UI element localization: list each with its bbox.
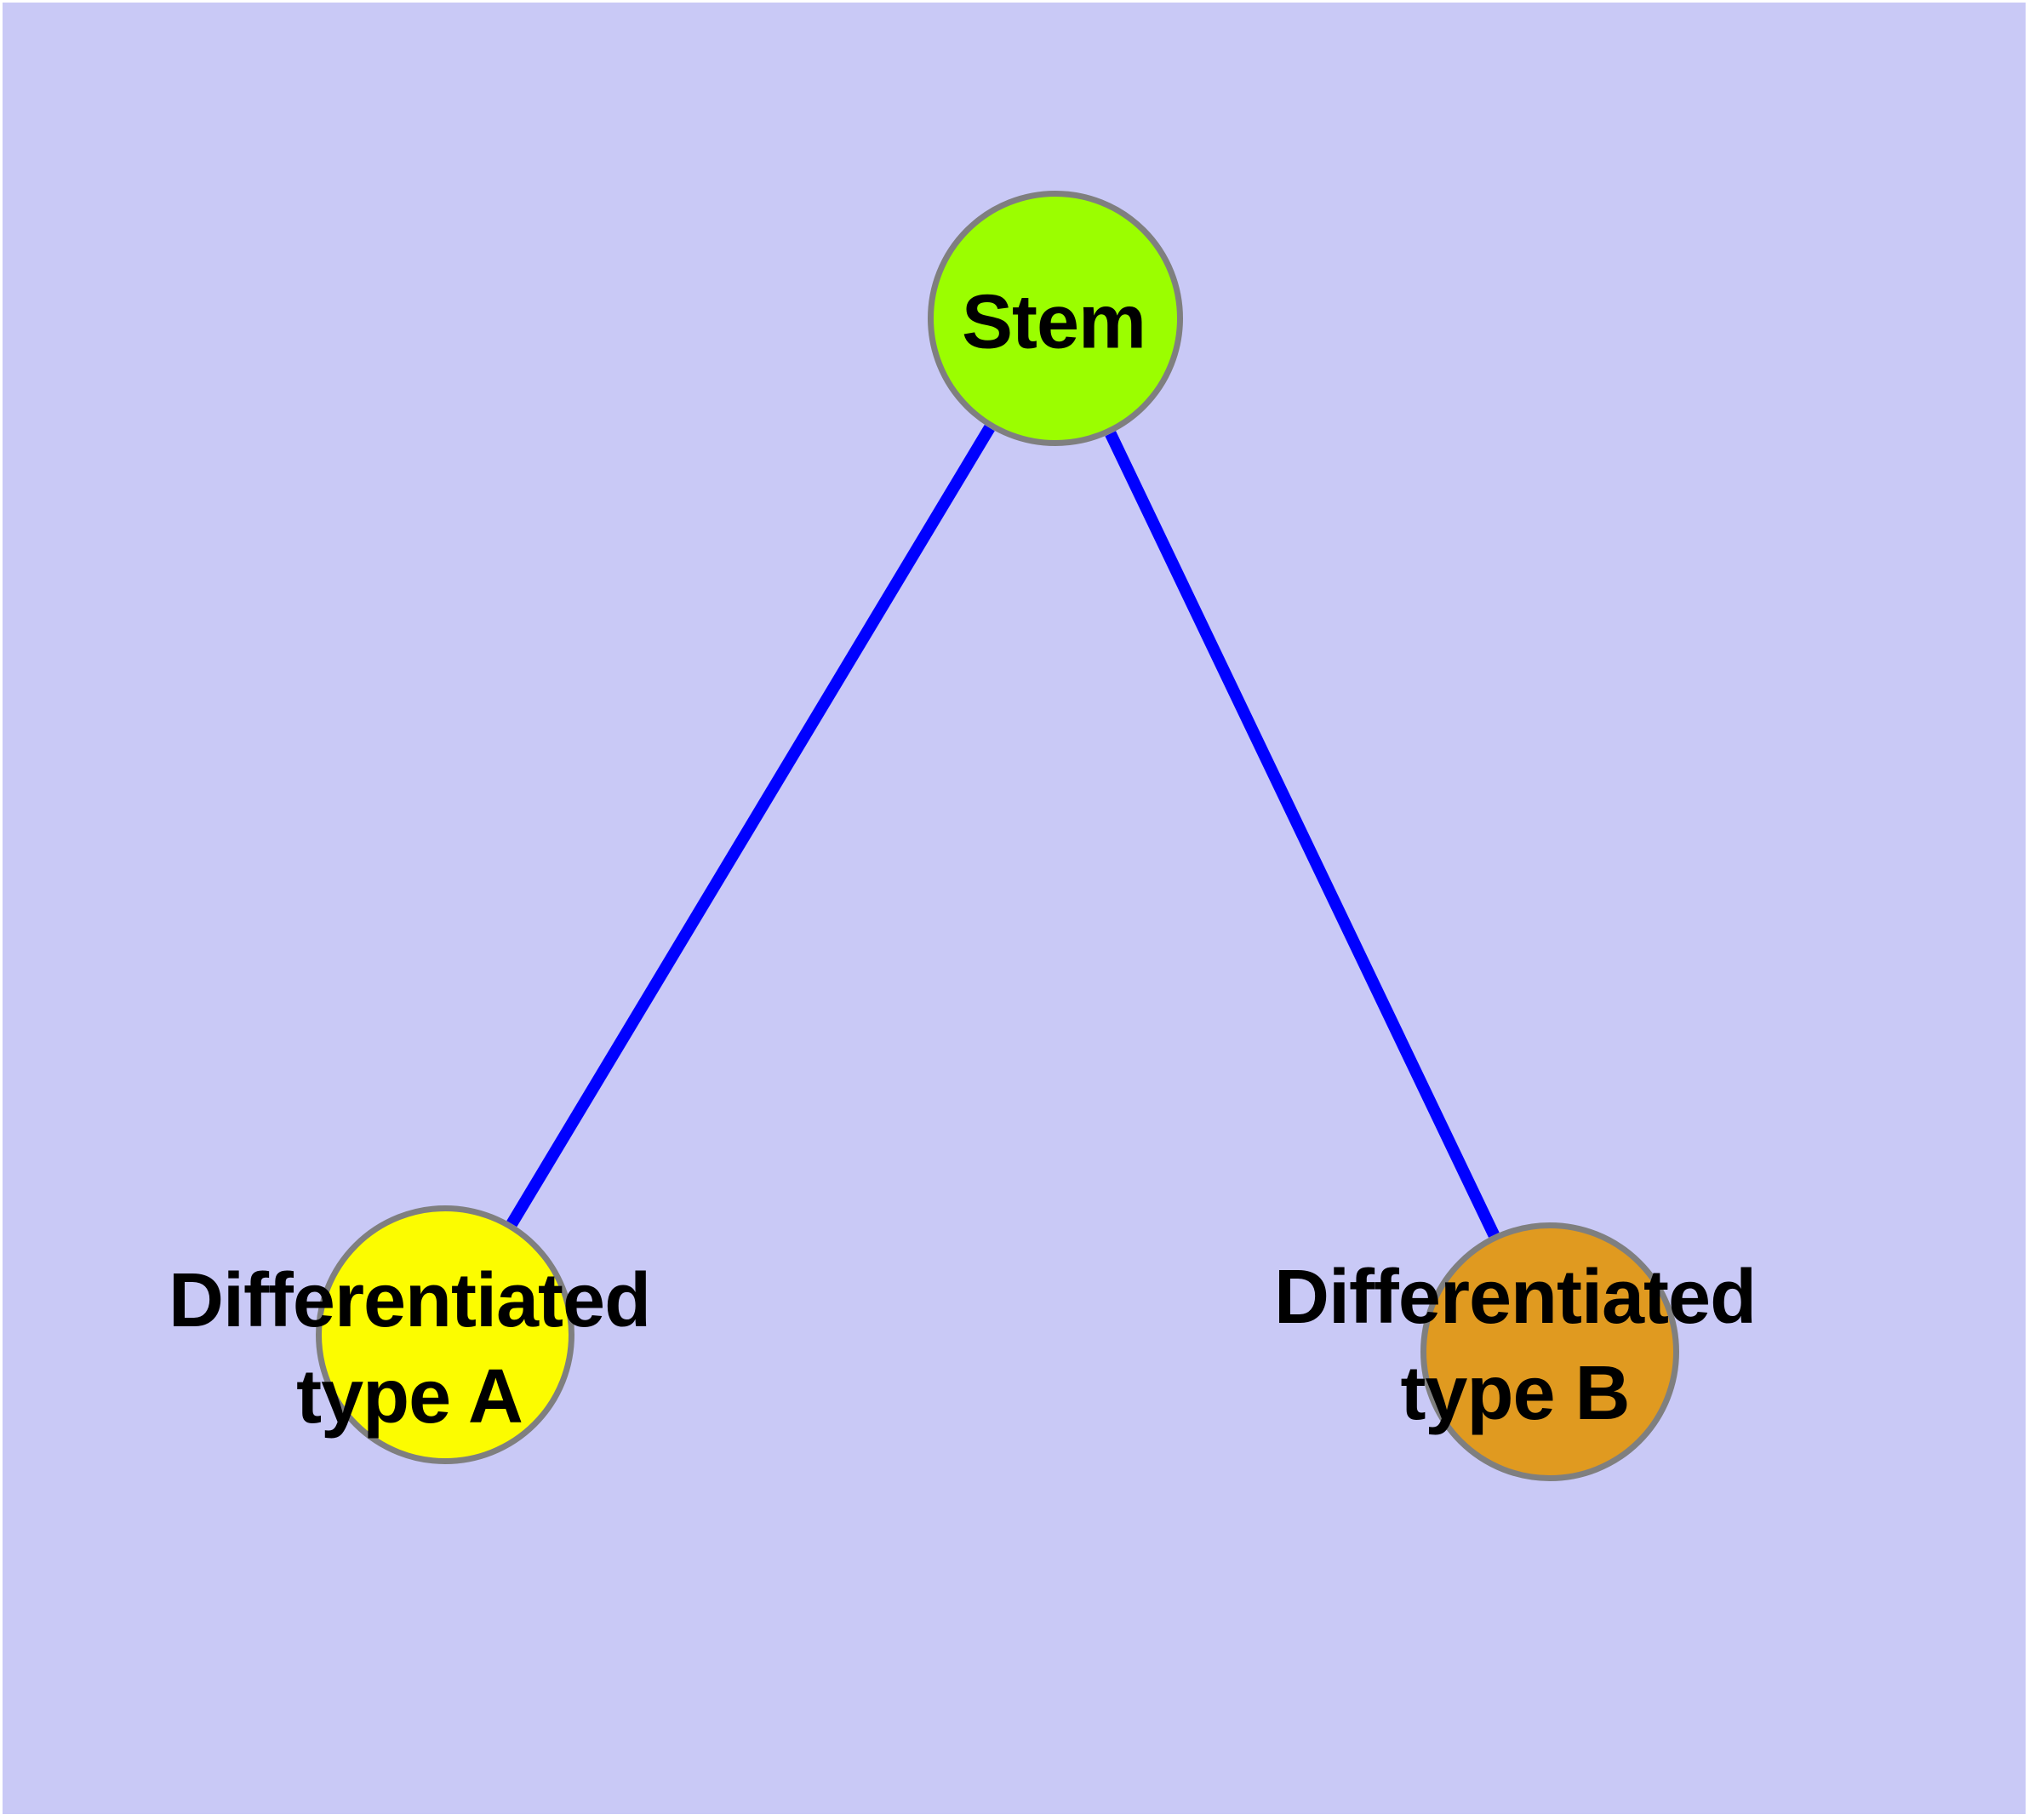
label-line: Differentiated — [1273, 1255, 1757, 1340]
node-differentiated-type-b-circle — [1420, 1222, 1679, 1481]
label-line: type B — [1400, 1351, 1630, 1436]
node-differentiated-type-b-label: Differentiated type B — [1273, 1250, 1757, 1442]
label-line: Differentiated — [168, 1258, 651, 1343]
node-differentiated-type-a-circle — [316, 1205, 574, 1464]
node-stem-circle — [928, 191, 1183, 446]
node-stem-label: Stem — [962, 275, 1146, 371]
diagram-canvas: Stem Differentiated type A Differentiate… — [3, 3, 2026, 1814]
node-differentiated-type-a-label: Differentiated type A — [168, 1253, 651, 1445]
edge-stem-to-type-b — [1105, 431, 1500, 1238]
edge-stem-to-type-a — [506, 424, 995, 1228]
label-line: Stem — [961, 279, 1146, 365]
edges-layer — [506, 424, 1500, 1238]
label-line: type A — [296, 1354, 523, 1439]
